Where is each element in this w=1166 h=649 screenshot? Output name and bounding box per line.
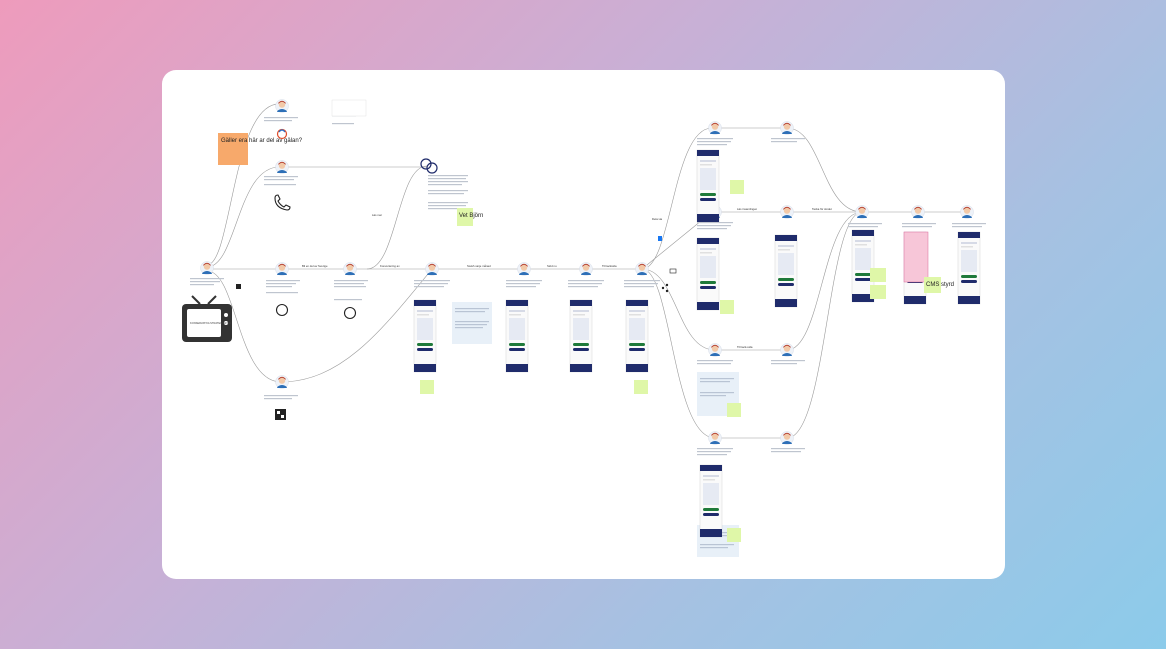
email-icon bbox=[669, 268, 677, 274]
svg-text:Swish varje månad: Swish varje månad bbox=[467, 264, 491, 268]
journey-map-board: Bli en del av Sverige Konvertering av Sw… bbox=[162, 70, 1005, 579]
svg-text:Läs mer: Läs mer bbox=[372, 213, 382, 217]
svg-text:Dela via: Dela via bbox=[652, 217, 663, 221]
svg-text:Gäller era här ar del av gälan: Gäller era här ar del av gälan? bbox=[221, 138, 303, 144]
whatsapp-icon bbox=[275, 303, 357, 320]
cms-sticky-note: CMS styrd bbox=[924, 277, 954, 293]
link-icon bbox=[420, 158, 438, 174]
svg-text:Till tack-sida: Till tack-sida bbox=[737, 345, 753, 349]
svg-text:KONSERVATIVA STRATEGIER NU: KONSERVATIVA STRATEGIER NU bbox=[190, 321, 231, 325]
screen-mockups bbox=[413, 149, 981, 538]
green-stickies bbox=[420, 180, 886, 542]
svg-text:Läs insamlingen: Läs insamlingen bbox=[737, 207, 758, 211]
svg-text:Vet Björn: Vet Björn bbox=[459, 213, 483, 219]
svg-text:Stöd nu: Stöd nu bbox=[547, 264, 557, 268]
svg-text:Tacka för stödet: Tacka för stödet bbox=[812, 207, 832, 211]
info-boxes bbox=[452, 302, 739, 557]
svg-text:Bli en del av Sverige: Bli en del av Sverige bbox=[302, 264, 328, 268]
journey-map-canvas: Bli en del av Sverige Konvertering av Sw… bbox=[182, 99, 986, 557]
qr-code-icon bbox=[236, 284, 286, 420]
orange-sticky-note: Gäller era här ar del av gälan? bbox=[218, 133, 303, 165]
pink-sticky-note bbox=[903, 231, 929, 283]
svg-text:Till tacksida: Till tacksida bbox=[602, 264, 617, 268]
svg-text:CMS styrd: CMS styrd bbox=[926, 282, 954, 288]
swish-icon bbox=[276, 128, 288, 140]
notes-icon bbox=[331, 99, 367, 117]
tv-icon: KONSERVATIVA STRATEGIER NU bbox=[182, 295, 232, 342]
text-blocks bbox=[190, 115, 986, 456]
share-icon bbox=[661, 283, 669, 293]
svg-text:Konvertering av: Konvertering av bbox=[380, 264, 400, 268]
facebook-icon bbox=[658, 236, 662, 241]
phone-icon bbox=[274, 194, 291, 211]
green-sticky-note: Vet Björn bbox=[457, 208, 483, 226]
